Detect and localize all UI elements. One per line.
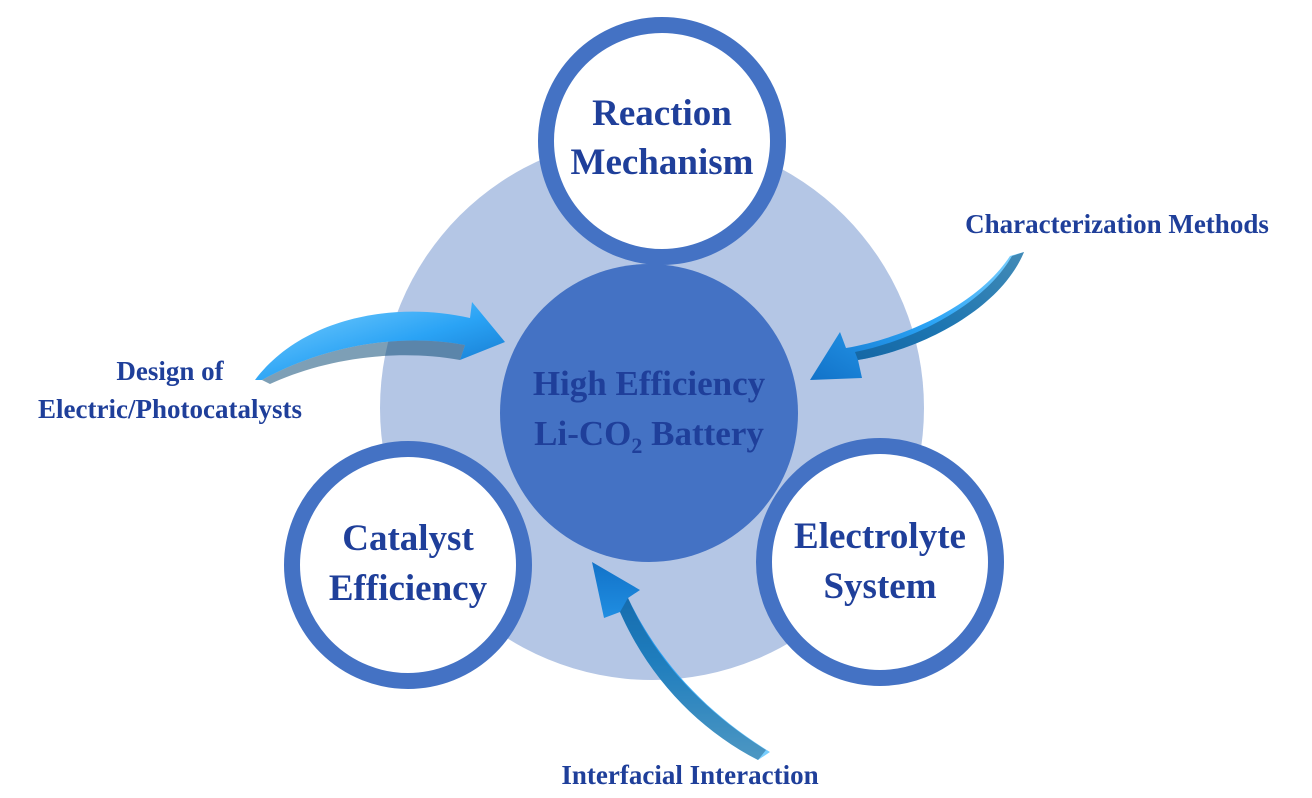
- arrow-design: [255, 302, 505, 384]
- label-design-line1: Design of: [116, 356, 224, 386]
- node-catalyst-line1: Catalyst: [342, 518, 474, 559]
- arrow-characterization: [810, 252, 1024, 380]
- node-reaction-mechanism: Reaction Mechanism: [538, 17, 786, 265]
- node-electrolyte-line1: Electrolyte: [794, 516, 966, 557]
- node-catalyst-efficiency: Catalyst Efficiency: [284, 441, 532, 689]
- label-characterization-methods: Characterization Methods: [965, 209, 1269, 239]
- arrow-characterization-shadow: [855, 252, 1024, 360]
- node-catalyst-line2: Efficiency: [329, 568, 488, 609]
- arrow-interfacial-shadow: [620, 598, 766, 760]
- center-subtitle-suffix: Battery: [642, 414, 764, 453]
- node-reaction-line1: Reaction: [592, 93, 732, 134]
- center-subtitle-prefix: Li-CO: [534, 414, 631, 453]
- node-reaction-line2: Mechanism: [571, 142, 754, 183]
- node-electrolyte-line2: System: [823, 566, 936, 607]
- label-interfacial-interaction: Interfacial Interaction: [561, 760, 818, 790]
- center-title: High Efficiency: [533, 364, 766, 403]
- label-design-line2: Electric/Photocatalysts: [38, 394, 302, 424]
- arrow-interfacial: [592, 562, 770, 760]
- center-subtitle: Li-CO2 Battery: [534, 414, 764, 458]
- arrow-characterization-shaft: [810, 252, 1024, 380]
- arrow-design-shaft: [255, 302, 505, 380]
- arrow-design-shadow: [262, 340, 465, 384]
- node-electrolyte-system: Electrolyte System: [756, 438, 1004, 686]
- arrow-interfacial-shaft: [592, 562, 770, 760]
- center-disc: [500, 264, 798, 562]
- center-subtitle-subscript: 2: [631, 433, 642, 458]
